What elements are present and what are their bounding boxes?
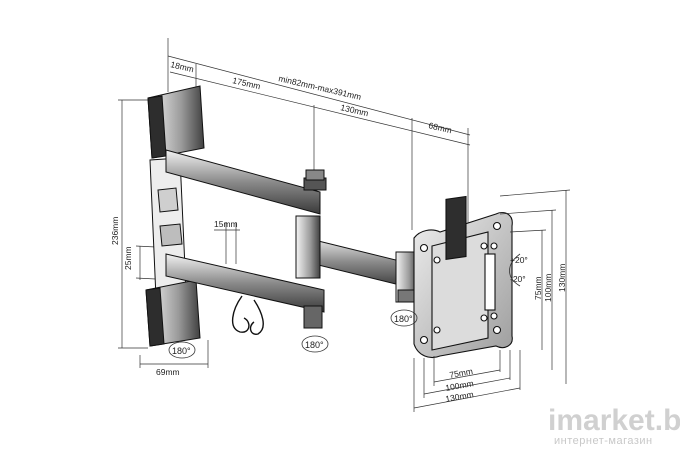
gap-dimension-lines: [214, 222, 240, 264]
dim-vesa-v1: 75mm: [533, 276, 543, 300]
tilt-up: +20°: [510, 255, 528, 265]
left-dimension-lines: [118, 99, 209, 368]
top-dimension-lines: [167, 38, 471, 230]
tilt-down: -20°: [510, 274, 526, 284]
vesa-plate: [413, 195, 513, 359]
rotation-wall: 180°: [168, 341, 196, 359]
dim-spacing: 25mm: [123, 246, 133, 270]
dim-arm1: 175mm: [232, 75, 262, 91]
dim-vesa-v2: 100mm: [543, 274, 553, 302]
dim-arm2: 130mm: [340, 102, 370, 118]
watermark-tagline: интернет-магазин: [554, 435, 653, 447]
tilt-arrow: [509, 253, 521, 287]
bottom-dimension-lines: [413, 350, 521, 412]
watermark-brand: imarket.by: [548, 404, 680, 437]
rotation-arm-label: 180°: [305, 340, 324, 350]
dim-wall-offset: 18mm: [170, 59, 195, 74]
dim-vesa-h3: 130mm: [445, 389, 475, 404]
tilt-head: [395, 251, 419, 303]
dim-wall-width: 69mm: [156, 367, 180, 377]
rotation-arm: 180°: [301, 335, 329, 353]
dim-plate-depth: 68mm: [428, 120, 453, 135]
dim-vesa-h2: 100mm: [445, 378, 475, 393]
dim-vesa-h1: 75mm: [449, 366, 474, 380]
rotation-head: 180°: [390, 309, 418, 327]
cable-hooks: [232, 295, 264, 335]
dim-height: 236mm: [110, 217, 120, 245]
watermark-logo: imarket.by интернет-магазин: [548, 404, 680, 447]
arm-upper: [165, 149, 327, 215]
dim-gap: 15mm: [214, 219, 238, 229]
arm-second: [295, 215, 413, 289]
dim-vesa-v3: 130mm: [557, 264, 567, 292]
dim-total: min82mm-max391mm: [278, 73, 363, 102]
rotation-wall-label: 180°: [172, 346, 191, 356]
arm-lower: [165, 253, 325, 329]
rotation-head-label: 180°: [394, 314, 413, 324]
right-dimension-lines: [499, 189, 571, 384]
wall-plate: [145, 85, 205, 347]
